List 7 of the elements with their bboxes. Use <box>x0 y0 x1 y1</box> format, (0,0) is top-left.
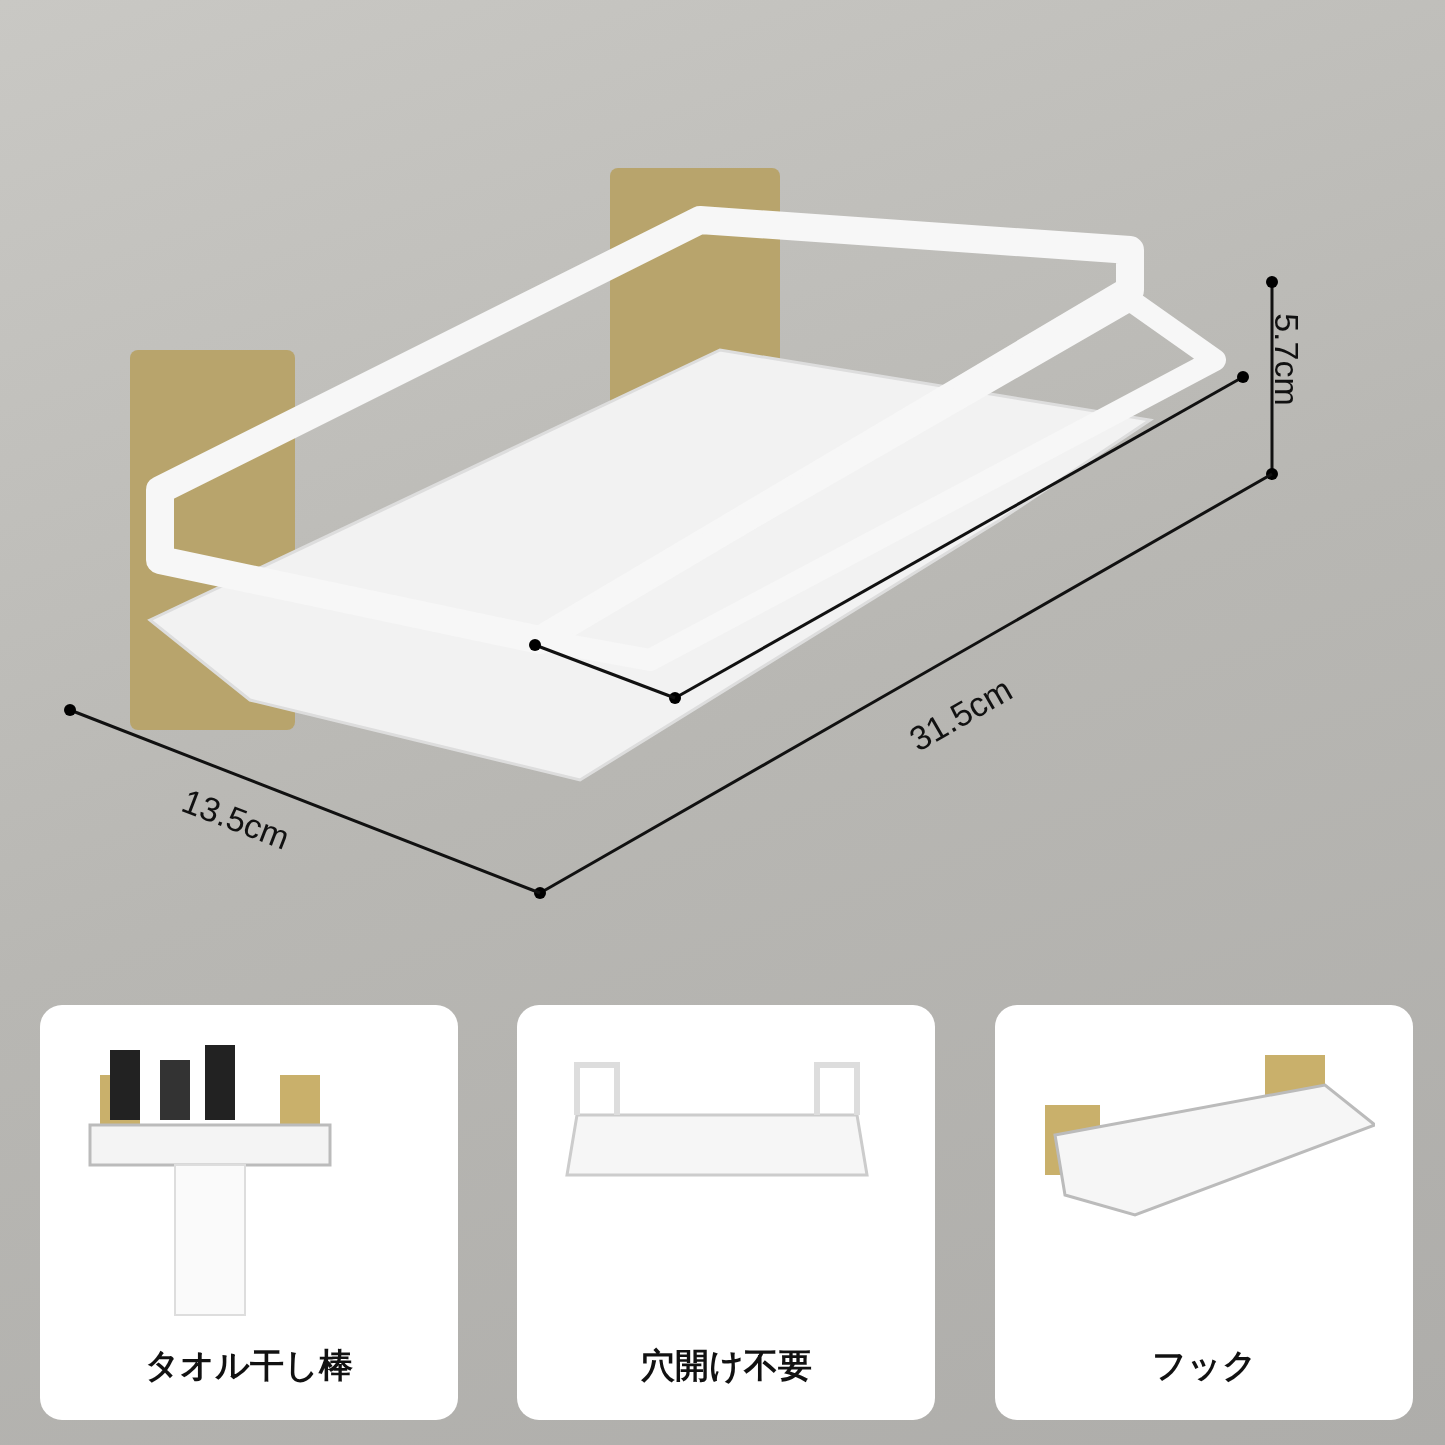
dimension-label: 5.7cm <box>1266 313 1306 406</box>
feature-card <box>517 1005 935 1420</box>
feature-card <box>40 1005 458 1420</box>
feature-caption: フック <box>1150 1344 1258 1387</box>
feature-caption: タオル干し棒 <box>144 1344 354 1387</box>
feature-caption: 穴開け不要 <box>639 1344 813 1387</box>
feature-card <box>995 1005 1413 1420</box>
